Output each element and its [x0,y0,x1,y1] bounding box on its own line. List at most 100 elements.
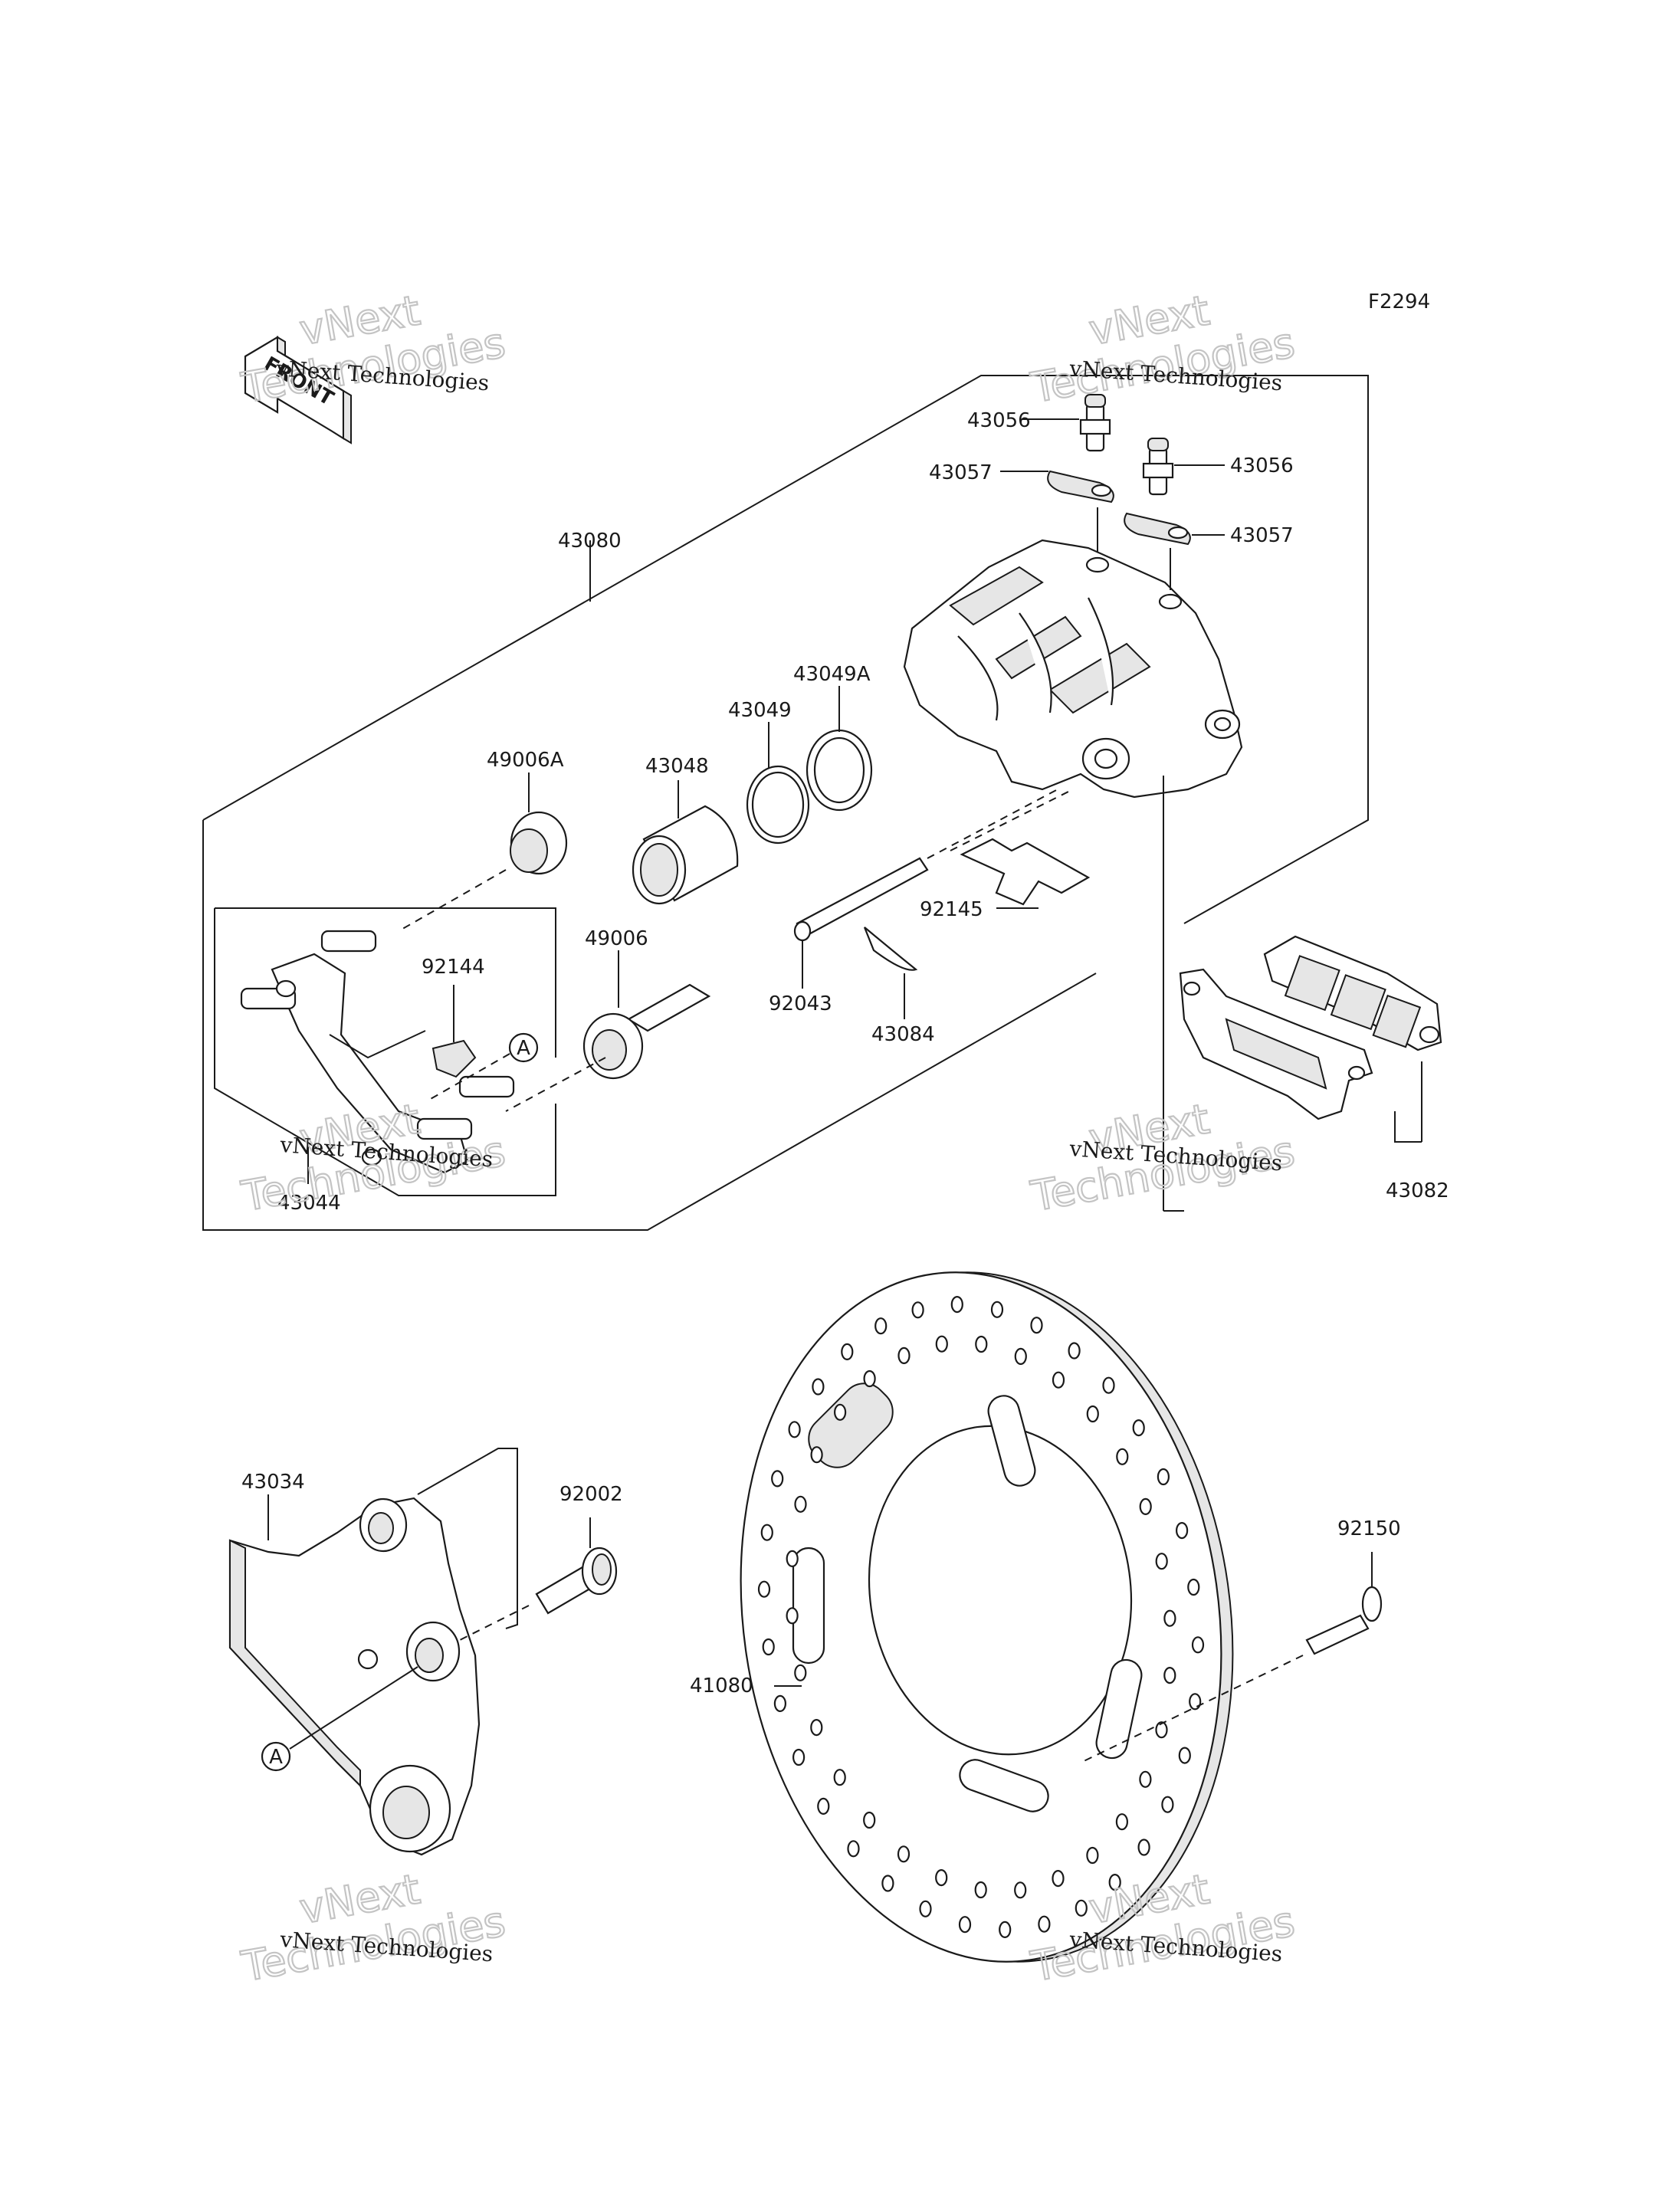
disc-hole [1137,1839,1150,1856]
disc-hole [757,1580,771,1598]
disc-vent-holes [757,1295,1205,1938]
disc-hole [1116,1448,1129,1465]
disc-hole [833,1769,846,1786]
disc-hole [1155,1721,1168,1739]
disc-hole [1102,1376,1115,1394]
boot-49006 [582,983,711,1080]
watermarks: vNext Technologies vNext Technologies vN… [237,285,1299,1992]
label-43056-lower: 43056 [1230,454,1294,477]
label-43049A: 43049A [793,663,871,686]
disc-hole [874,1317,888,1335]
label-92043: 92043 [769,992,832,1015]
disc-hole [975,1335,988,1353]
label-92145: 92145 [920,898,983,921]
watermark-2: vNext Technologies vNext Technologies [1026,285,1299,413]
disc-hole [897,1845,911,1863]
disc-hole [1191,1636,1205,1654]
pad-pin-92043 [793,857,929,942]
disc-hole [1139,1497,1152,1516]
disc-hole [794,1495,807,1513]
label-43057-lower: 43057 [1230,524,1294,547]
label-43084: 43084 [871,1023,935,1046]
disc-hole [1052,1371,1065,1389]
disc-hole [958,1916,972,1934]
disc-hole [847,1840,860,1858]
disc-hole [1155,1553,1168,1570]
disc-hole [1163,1667,1176,1684]
front-arrow-icon: FRONT [244,336,352,444]
disc-hole [1132,1419,1145,1437]
caliper-body [903,539,1243,799]
label-92150: 92150 [1337,1517,1401,1540]
figure-code: F2294 [1368,290,1430,313]
brake-pad-rear [1263,935,1442,1051]
pad-spring-92144 [431,1039,477,1078]
disc-hole [1163,1609,1176,1627]
piston-seal-43049 [746,765,810,845]
pin-clip-43084 [863,927,918,971]
disc-hole [833,1403,847,1421]
callout-a-lower: A [261,1741,291,1772]
callout-a-upper: A [508,1032,539,1063]
part-labels: 43056 43056 43057 43057 43080 43049A 430… [241,409,1449,1697]
label-43044: 43044 [277,1192,341,1215]
disc-hole [792,1748,806,1766]
watermark-3: vNext Technologies vNext Technologies [237,1094,510,1222]
disc-hole [1178,1747,1191,1764]
copper-washer-right [1124,512,1191,546]
disc-hole [990,1301,1004,1318]
disc-hole [1075,1899,1088,1917]
assembly-outline [202,375,1369,924]
disc-hole [1068,1342,1081,1360]
label-43057-upper: 43057 [929,461,993,484]
disc-hole [1175,1521,1189,1540]
disc-hole [897,1347,911,1365]
label-43080: 43080 [558,530,622,553]
disc-hole [841,1343,854,1361]
disc-bolt-92150 [1305,1586,1383,1655]
disc-hole [1014,1881,1027,1899]
svg-text:A: A [517,1037,530,1060]
disc-hole [760,1524,773,1541]
disc-hole [935,1869,948,1887]
disc-hole [817,1797,830,1815]
label-43048: 43048 [645,755,709,778]
label-92144: 92144 [422,956,485,979]
disc-hole [950,1295,963,1314]
disc-hole [812,1378,825,1396]
label-43049: 43049 [728,699,792,722]
label-49006: 49006 [585,927,648,950]
caliper-bracket-43034 [228,1497,481,1856]
label-41080: 41080 [690,1675,753,1697]
pad-spring-92145 [960,838,1091,906]
disc-hole [1086,1846,1099,1865]
disc-hole [863,1811,876,1829]
disc-hole [974,1881,987,1899]
bracket-bolt-92002 [535,1547,618,1615]
disc-hole [1139,1770,1152,1788]
disc-hole [1115,1813,1129,1831]
caliper-bracket-43044 [240,930,515,1174]
label-43034: 43034 [241,1471,305,1494]
disc-hole [1086,1405,1099,1423]
disc-hole [1108,1874,1121,1891]
brake-disc-41080 [740,1271,1234,1963]
disc-hole [881,1875,894,1892]
disc-hole [1157,1468,1170,1486]
disc-hole [762,1638,775,1656]
bleeder-valve-left [1079,394,1111,452]
disc-hole [786,1550,799,1568]
disc-hole [810,1446,823,1464]
disc-hole [911,1301,924,1319]
disc-hole [1038,1915,1051,1933]
label-49006A: 49006A [487,749,564,772]
disc-hole [863,1369,876,1388]
boot-49006A [510,811,568,875]
disc-hole [919,1900,932,1917]
bracket-box [215,907,556,1058]
disc-hole [810,1719,823,1737]
label-92002: 92002 [559,1483,623,1506]
disc-hole [935,1335,948,1353]
disc-hole [794,1664,807,1681]
